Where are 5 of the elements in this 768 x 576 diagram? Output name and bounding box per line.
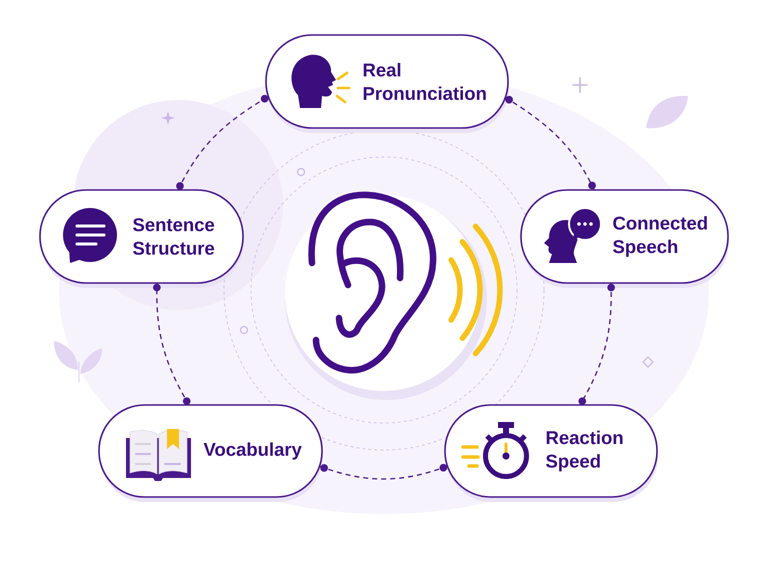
connector [578,283,615,406]
connector [320,464,448,480]
connector [504,96,596,190]
connector [176,94,269,190]
connector [153,283,191,406]
